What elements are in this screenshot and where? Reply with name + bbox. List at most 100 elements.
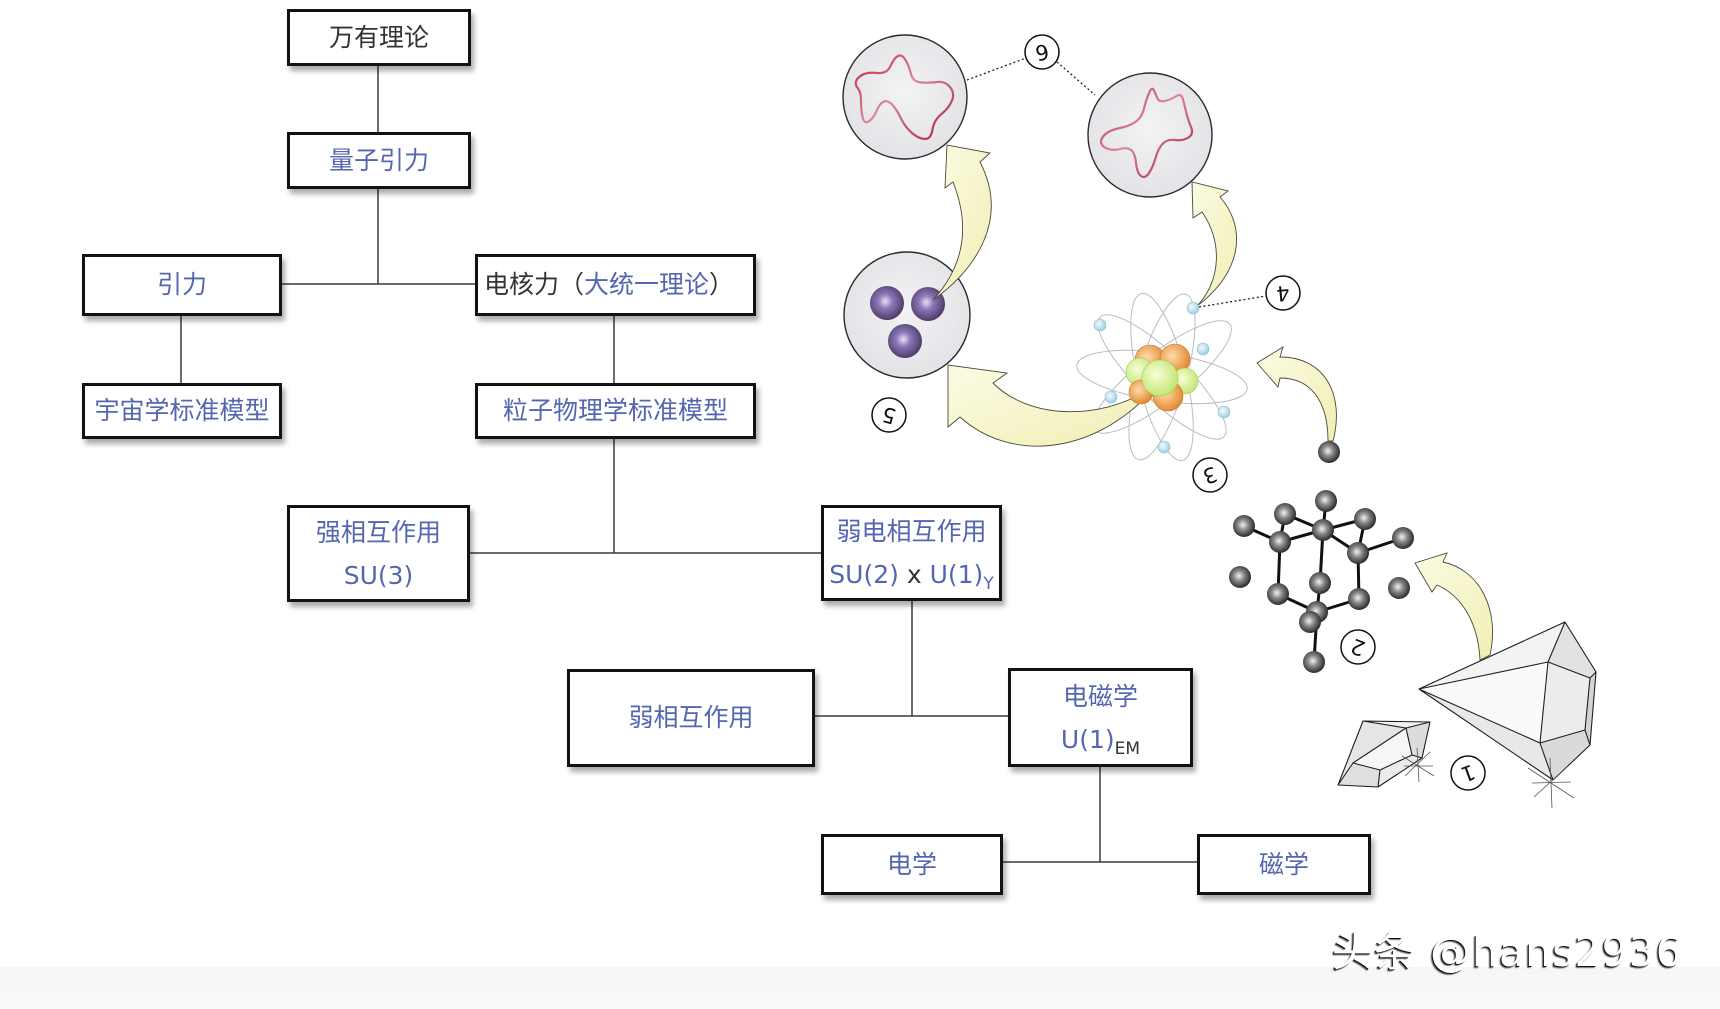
watermark: 头条 @hans2936 [1332,928,1683,976]
stage-tag-5: 5 [871,397,907,433]
product-operator: x [898,560,930,589]
node-electronuclear-force: 电核力（大统一理论） [475,254,756,316]
crystal-facet [1548,622,1596,678]
node-label: 磁学 [1258,849,1309,879]
electron-icon [1196,342,1210,356]
node-label-close: ） [709,270,735,299]
crystal-facet [1338,763,1380,787]
tag-number: 4 [1275,280,1290,305]
crystal-facet [1540,730,1590,780]
bubble-circle [842,34,968,160]
quark-icon [870,286,904,320]
tag-circle [871,397,907,433]
atom-nucleus-icon [1125,343,1199,412]
stage-tag-6: 6 [1024,34,1060,70]
carbon-atom-icon [1267,583,1289,605]
node-label: 量子引力 [328,145,429,175]
carbon-atom-icon [1269,531,1291,553]
leader-line [1198,295,1267,308]
bubble-circle [843,251,971,379]
crystal-facet [1378,755,1422,787]
node-label: 强相互作用 [315,517,441,547]
tag-number: 6 [1033,39,1051,65]
node-label: 电磁学 [1062,681,1138,711]
string-loop-icon [854,54,955,141]
carbon-atom-icon [1318,441,1340,463]
node-label: 宇宙学标准模型 [94,396,270,425]
curved-arrow-icon [932,144,992,301]
node-particle-physics-standard-model: 粒子物理学标准模型 [475,383,756,439]
carbon-atom-icon [1309,572,1331,594]
carbon-atom-icon [1392,527,1414,549]
sparkle-icon [1527,757,1575,809]
neutron-icon [1141,359,1179,397]
stage-tag-4: 4 [1265,275,1301,311]
carbon-atom-icon [1312,519,1334,541]
crystal-edges [1418,621,1597,781]
node-electroweak-interaction: 弱电相互作用 SU(2) x U(1)Y [821,505,1002,601]
node-magnetism: 磁学 [1197,834,1371,895]
node-gauge-group: SU(2) x U(1)Y [829,553,993,596]
node-label: 引力 [156,270,207,299]
carbon-atom-icon [1299,611,1321,633]
node-gauge-group: U(1)EM [1061,718,1140,761]
carbon-atom-icon [1233,515,1255,537]
crystal-facet [1585,672,1596,745]
string-loop-icon [1099,87,1194,179]
tag-circle [1024,34,1060,70]
carbon-atom-icon [1274,503,1296,525]
crystal-edges [1337,720,1431,788]
electron-icon [1157,440,1171,454]
leader-line [966,57,1027,81]
bottom-band [0,967,1720,1009]
gauge-group-subscript: EM [1114,738,1141,759]
tag-circle [1340,629,1376,665]
node-weak-interaction: 弱相互作用 [567,669,815,767]
node-label: 粒子物理学标准模型 [502,396,728,425]
crystal-facet [1338,721,1406,785]
tag-circle [1265,275,1301,311]
node-gravity: 引力 [82,254,282,316]
node-theory-of-everything: 万有理论 [287,9,471,66]
crystal-large-icon [1418,621,1597,809]
quark-icon [888,324,922,358]
gauge-group: U(1) [1060,724,1115,754]
stage-tag-3: 3 [1192,457,1228,493]
node-electricity: 电学 [821,834,1003,895]
node-electromagnetism: 电磁学 U(1)EM [1008,668,1193,767]
crystal-small-icon [1337,720,1435,788]
stage-tag-2: 2 [1340,629,1376,665]
node-quantum-gravity: 量子引力 [287,132,471,189]
leader-line [1056,61,1096,96]
node-gauge-group: SU(3) [343,560,414,590]
node-label-note: 大统一理论 [584,270,710,299]
node-label: 弱电相互作用 [836,517,987,546]
tag-circle [1450,755,1486,791]
carbon-atom-icon [1315,490,1337,512]
molecule-icon [1229,441,1414,673]
carbon-atom-icon [1229,566,1251,588]
carbon-atom-icon [1303,651,1325,673]
electron-icon [1093,318,1107,332]
curved-arrow-icon [1256,345,1337,442]
gauge-group-a: SU(2) [829,560,899,589]
crystal-facet [1353,728,1412,770]
electron-icon [1186,301,1200,315]
node-label-line: 电核力（大统一理论） [484,270,734,300]
quark-bubble [843,251,971,379]
string-bubble-right [1087,72,1213,198]
sparkle-icon [1401,747,1435,783]
crystal-facet [1540,662,1590,743]
gauge-group-b-subscript: Y [983,574,994,594]
electron-icon [1217,405,1231,419]
node-label: 电学 [886,849,937,879]
atom-electrons [1093,301,1231,454]
gauge-group-b: U(1) [929,560,984,589]
carbon-atom-icon [1347,542,1369,564]
curved-arrow-icon [1414,552,1494,661]
carbon-atom-icon [1348,588,1370,610]
curved-arrow-icon [1191,181,1238,307]
